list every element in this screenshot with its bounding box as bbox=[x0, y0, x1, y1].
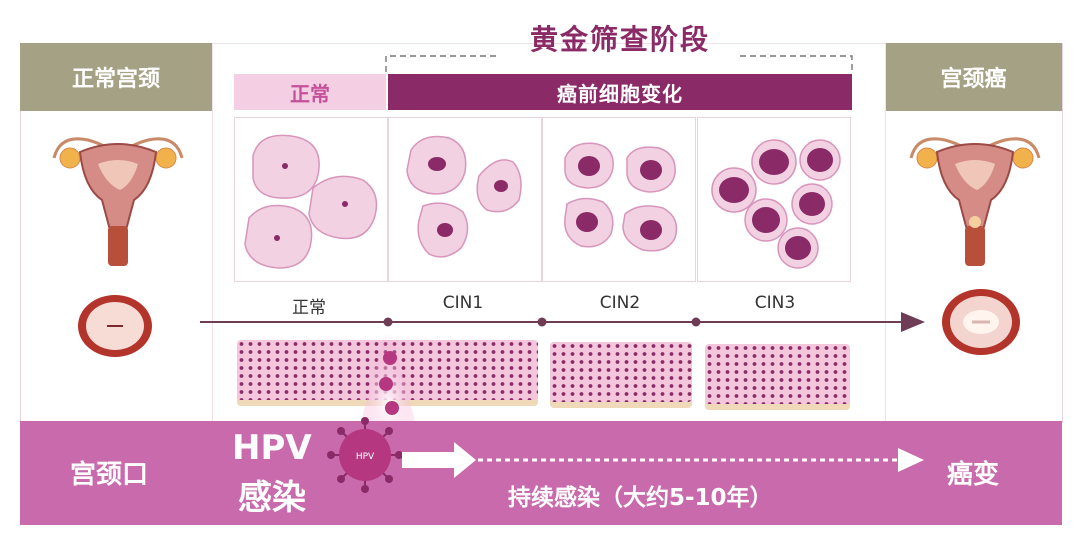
cervix-cancer-icon bbox=[942, 289, 1020, 355]
left-panel-title: 正常宫颈 bbox=[20, 43, 212, 111]
cells-normal bbox=[244, 134, 378, 269]
infection-label: 感染 bbox=[238, 478, 306, 518]
timeline-dot-cin2 bbox=[537, 317, 547, 327]
timeline-dot-cin3 bbox=[691, 317, 701, 327]
cell-panel-cin2 bbox=[542, 117, 696, 282]
uterus-normal-icon bbox=[52, 137, 184, 266]
cancer-label: 癌变 bbox=[947, 460, 1000, 490]
persistent-infection-arrow bbox=[402, 442, 924, 478]
stage-label-normal: 正常 bbox=[292, 298, 326, 318]
virus-particles-icon bbox=[379, 351, 399, 415]
cells-cin2 bbox=[564, 142, 678, 252]
tissue-strip-cin3 bbox=[705, 344, 850, 410]
cells-cin1 bbox=[406, 135, 522, 258]
virus-label: HPV bbox=[356, 452, 375, 462]
uterus-cancer-icon bbox=[909, 137, 1041, 266]
stage-label-cin2: CIN2 bbox=[599, 293, 641, 313]
tissue-strip-cin2 bbox=[550, 342, 692, 408]
bottom-band bbox=[20, 421, 1062, 525]
cell-panel-cin1 bbox=[388, 117, 542, 282]
cervical-os-label: 宫颈口 bbox=[70, 460, 149, 490]
normal-tab: 正常 bbox=[234, 74, 386, 110]
cell-panel-cin3 bbox=[697, 117, 851, 282]
hpv-label: HPV bbox=[232, 428, 312, 468]
right-panel-title: 宫颈癌 bbox=[885, 43, 1062, 111]
persistent-infection-label: 持续感染（大约5-10年） bbox=[508, 485, 773, 511]
precancer-tab: 癌前细胞变化 bbox=[388, 74, 852, 110]
cell-panel-normal bbox=[234, 117, 388, 282]
hpv-virus-icon: HPV bbox=[327, 417, 403, 493]
golden-bracket bbox=[385, 55, 853, 72]
cells-cin3 bbox=[711, 139, 841, 269]
stage-label-cin1: CIN1 bbox=[442, 293, 484, 313]
timeline bbox=[200, 312, 925, 332]
stage-label-cin3: CIN3 bbox=[754, 293, 796, 313]
cervix-normal-icon bbox=[78, 295, 152, 357]
golden-title: 黄金筛查阶段 bbox=[529, 23, 710, 56]
